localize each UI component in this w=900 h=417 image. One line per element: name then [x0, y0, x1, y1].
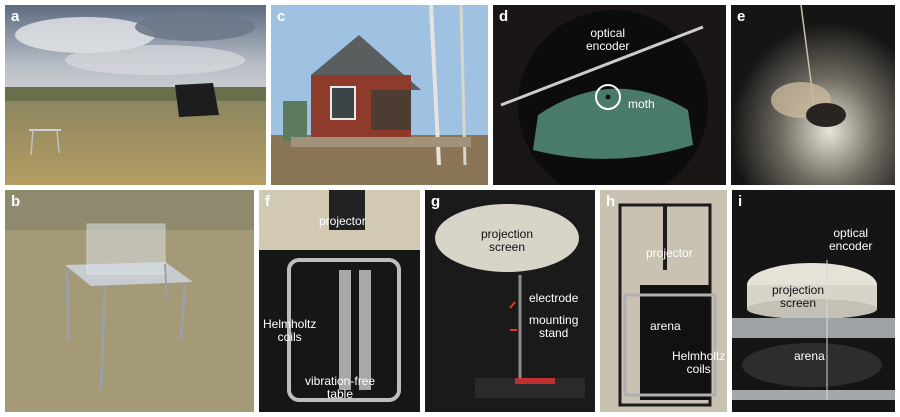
- panel-e-photo: [731, 5, 895, 185]
- panel-f-projector-label: projector: [319, 214, 366, 228]
- panel-d-moth-label: moth: [628, 97, 655, 111]
- panel-b-photo: [5, 190, 254, 412]
- panel-d-photo: [493, 5, 726, 185]
- panel-g-electrode: g projection screen electrode mounting s…: [425, 190, 595, 412]
- panel-d-label: d: [499, 8, 509, 25]
- panel-h-helmholtz-label: Helmholtz coils: [672, 349, 726, 376]
- panel-h-frame: h projector arena Helmholtz coils: [600, 190, 727, 412]
- panel-g-stand-label: mounting stand: [529, 313, 579, 340]
- panel-b-field-table: b: [5, 190, 254, 412]
- panel-i-optical-encoder-label: optical encoder: [829, 226, 873, 253]
- panel-f-helmholtz-label: Helmholtz coils: [263, 317, 317, 344]
- panel-f-rig: f projector Helmholtz coils vibration-fr…: [259, 190, 420, 412]
- panel-c-cabin: c: [271, 5, 488, 185]
- panel-f-label: f: [265, 193, 270, 210]
- panel-g-screen-label: projection screen: [481, 227, 534, 254]
- panel-h-projector-label: projector: [646, 246, 693, 260]
- panel-i-photo: [732, 190, 895, 412]
- panel-h-label: h: [606, 193, 616, 210]
- panel-d-optical-encoder-label: optical encoder: [586, 26, 630, 53]
- panel-a-photo: [5, 5, 266, 185]
- panel-e-label: e: [737, 8, 746, 25]
- panel-c-label: c: [277, 8, 286, 25]
- panel-i-arena-label: arena: [794, 349, 825, 363]
- panel-a-label: a: [11, 8, 20, 25]
- panel-i-screen-label: projection screen: [772, 283, 825, 310]
- panel-e-tethered-moth: e: [731, 5, 895, 185]
- panel-h-photo: [600, 190, 727, 412]
- panel-g-photo: [425, 190, 595, 412]
- panel-g-label: g: [431, 193, 441, 210]
- moth-marker-circle: [595, 84, 621, 110]
- panel-d-arena-top: d optical encoder moth: [493, 5, 726, 185]
- panel-f-photo: [259, 190, 420, 412]
- panel-c-photo: [271, 5, 488, 185]
- panel-h-arena-label: arena: [650, 319, 681, 333]
- panel-a-field-tent: a: [5, 5, 266, 185]
- panel-b-label: b: [11, 193, 21, 210]
- panel-i-label: i: [738, 193, 743, 210]
- panel-g-electrode-label: electrode: [529, 291, 579, 305]
- panel-f-table-label: vibration-free table: [305, 374, 376, 401]
- panel-i-arena: i optical encoder projection screen aren…: [732, 190, 895, 412]
